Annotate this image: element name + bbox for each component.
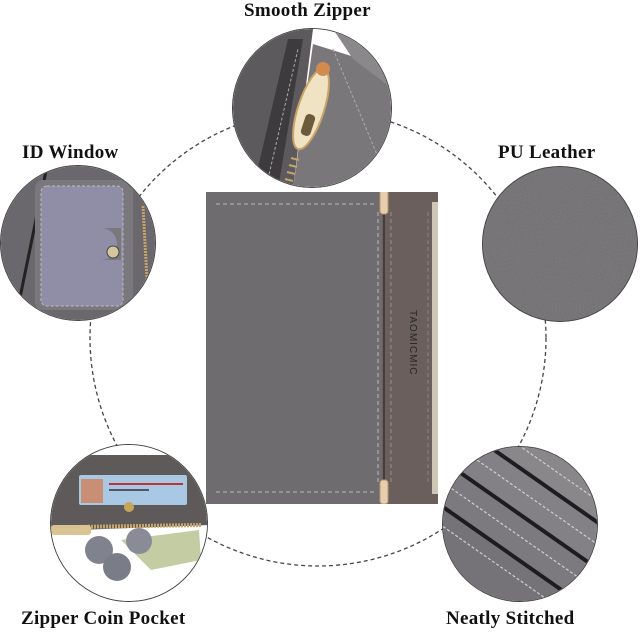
label-neatly-stitched: Neatly Stitched <box>446 608 575 629</box>
detail-zipper-coin-pocket <box>50 444 208 602</box>
detail-pu-leather <box>482 166 638 322</box>
label-zipper-coin-pocket: Zipper Coin Pocket <box>21 608 186 629</box>
brand-logo: TAOMICMIC <box>407 310 418 376</box>
label-id-window: ID Window <box>22 142 119 163</box>
detail-id-window <box>0 165 156 321</box>
detail-smooth-zipper <box>232 28 392 188</box>
label-pu-leather: PU Leather <box>498 142 596 163</box>
wallet-product: TAOMICMIC <box>206 192 438 504</box>
detail-neatly-stitched <box>442 446 598 602</box>
label-smooth-zipper: Smooth Zipper <box>244 0 371 21</box>
